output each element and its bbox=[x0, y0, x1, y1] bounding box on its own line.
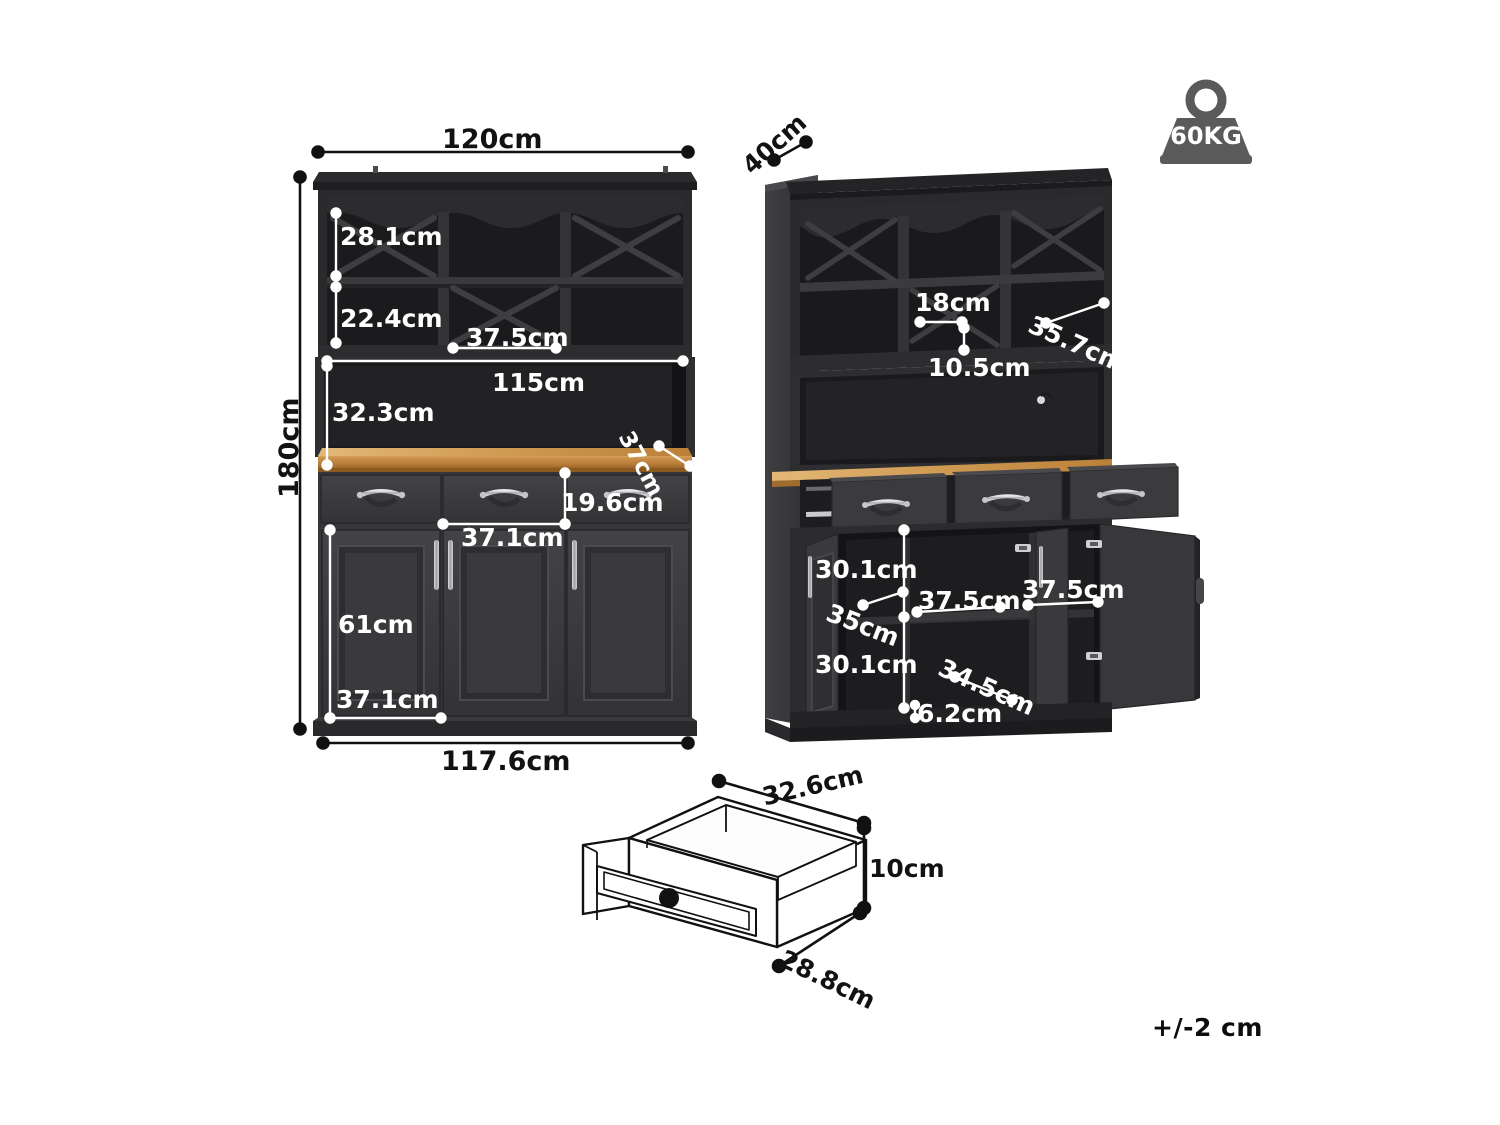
dim-right-cabinet-width: 37.5cm bbox=[1022, 575, 1125, 604]
tolerance-note: +/-2 cm bbox=[1152, 1013, 1263, 1042]
dim-open-shelf-width: 115cm bbox=[492, 368, 586, 397]
angled-view-inner-dimension-lines bbox=[857, 297, 1110, 724]
cabinet-door bbox=[321, 529, 441, 717]
weight-badge-label: 60KG bbox=[1170, 122, 1242, 150]
weight-badge: 60KG bbox=[1160, 82, 1252, 164]
dim-base-toe-height: 6.2cm bbox=[917, 699, 1003, 728]
pulled-drawer bbox=[952, 468, 1063, 527]
open-door-right bbox=[1099, 523, 1204, 711]
dim-hutch-upper-cubby-height: 28.1cm bbox=[340, 222, 443, 251]
dim-left-cabinet-lower-height: 30.1cm bbox=[815, 650, 918, 679]
cabinet-door bbox=[566, 529, 690, 717]
open-door-middle bbox=[1035, 527, 1069, 712]
drawer-detail-illustration bbox=[581, 795, 868, 949]
dim-drawer-height: 19.6cm bbox=[561, 488, 664, 517]
dim-hutch-cubby-width: 37.5cm bbox=[466, 323, 569, 352]
dim-hutch-lower-cubby-height: 22.4cm bbox=[340, 304, 443, 333]
dim-drawer-width: 37.1cm bbox=[461, 523, 564, 552]
dim-open-shelf-height: 32.3cm bbox=[332, 398, 435, 427]
drawer-handle bbox=[356, 489, 406, 507]
dim-wine-cubby-width: 18cm bbox=[915, 288, 991, 317]
drawer-handle bbox=[479, 489, 529, 507]
drawer-dimension-lines bbox=[711, 773, 872, 974]
pulled-drawer bbox=[829, 473, 948, 533]
angled-view-illustration bbox=[765, 168, 1204, 742]
dim-left-cabinet-upper-height: 30.1cm bbox=[815, 555, 918, 584]
dim-wine-cubby-height: 10.5cm bbox=[928, 353, 1031, 382]
front-view-illustration bbox=[313, 166, 697, 736]
front-view-dimension-lines bbox=[293, 145, 695, 750]
weight-kettlebell-icon bbox=[1160, 79, 1252, 164]
dim-drawer-inner-height: 10cm bbox=[869, 854, 945, 883]
front-view-inner-dimension-lines bbox=[321, 207, 696, 724]
pulled-drawer bbox=[1067, 463, 1179, 522]
cabinet-door bbox=[442, 529, 566, 717]
dim-middle-cabinet-width: 37.5cm bbox=[918, 586, 1021, 615]
drawer-handle bbox=[603, 489, 653, 507]
dim-front-height-total: 180cm bbox=[274, 397, 305, 499]
dim-front-width-total: 120cm bbox=[442, 124, 543, 155]
dim-door-width: 37.1cm bbox=[336, 685, 439, 714]
angled-view-dimension-lines bbox=[767, 135, 813, 167]
dim-door-height: 61cm bbox=[338, 610, 414, 639]
dim-base-width: 117.6cm bbox=[441, 746, 571, 777]
